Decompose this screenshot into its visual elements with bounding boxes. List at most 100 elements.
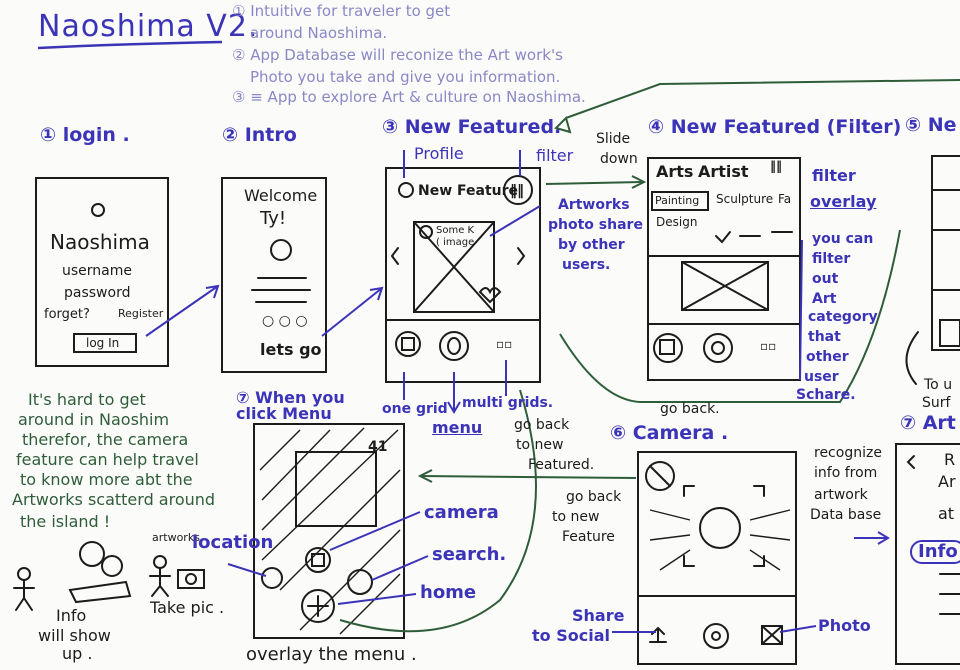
login-phone-frame <box>35 177 169 367</box>
green-note-0: It's hard to get <box>28 390 146 409</box>
forget-link[interactable]: forget? <box>44 307 90 322</box>
card-sub: ( image <box>436 237 475 248</box>
intro-dots: ○ ○ ○ <box>262 313 308 329</box>
art-at: at <box>938 504 955 523</box>
filter-arts[interactable]: Arts <box>656 162 694 181</box>
avatar-icon <box>270 239 292 261</box>
filter-fa[interactable]: Fa <box>778 192 792 206</box>
filter-icon[interactable]: ‖‖ <box>510 183 524 199</box>
goal-2b: Photo you take and give you information. <box>250 68 561 86</box>
card-title: Some K <box>436 225 475 236</box>
filter-ann-7: that <box>808 329 841 345</box>
page-title: Naoshima V2. <box>38 9 259 44</box>
down-note: down <box>600 151 638 167</box>
home-menu-icon <box>301 589 335 623</box>
search-note: search. <box>432 544 507 565</box>
green-note-2: therefor, the camera <box>22 430 189 449</box>
home-note: home <box>420 582 477 603</box>
back-feature-0: go back <box>566 489 622 505</box>
artworks-note-4: users. <box>562 257 611 273</box>
profile-note: Profile <box>414 144 464 163</box>
back-new-0: go back <box>514 417 570 433</box>
filter-circle <box>503 175 533 205</box>
section-intro: ② Intro <box>222 124 297 146</box>
menu-signal: 41 <box>368 439 388 455</box>
camera-note: camera <box>424 502 499 523</box>
story-artworks: artworks <box>152 531 200 544</box>
green-note-6: the island ! <box>20 512 111 531</box>
slide-note: Slide <box>596 131 631 147</box>
section-art: ⑦ Art <box>900 412 956 434</box>
filter-ann-0: filter <box>812 166 856 185</box>
filter-phone-frame <box>647 157 801 381</box>
section-five: ⑤ Ne <box>905 114 957 136</box>
multi-grid-icon[interactable]: ▫▫ <box>496 337 513 351</box>
five-ann-1: Surf <box>922 395 951 411</box>
back-feature-1: to new <box>552 509 600 525</box>
new-feature-title: New Feature <box>418 183 519 199</box>
filter-grid-icon[interactable]: ▫▫ <box>760 339 777 353</box>
recognize-2: artwork <box>814 487 868 503</box>
photo-note: Photo <box>818 616 871 635</box>
goal-1b: around Naoshima. <box>250 24 388 42</box>
camera-menu-icon <box>305 547 331 573</box>
section-new-featured: ③ New Featured. <box>382 116 562 138</box>
green-note-5: Artworks scatterd around <box>12 490 216 509</box>
recognize-3: Data base <box>810 507 882 523</box>
go-back-note: go back. <box>660 401 720 417</box>
filter-ann-6: category <box>808 309 878 325</box>
filter-toggle-icon[interactable]: ‖‖ <box>770 159 782 173</box>
art-ar: Ar <box>938 472 956 491</box>
story-up: up . <box>62 644 93 663</box>
menu-phone-frame <box>253 423 405 639</box>
register-link[interactable]: Register <box>118 307 164 320</box>
logo-icon <box>91 203 105 217</box>
section-login: ① login . <box>40 124 130 146</box>
location-menu-icon <box>261 567 283 589</box>
share-note: Share <box>572 606 625 625</box>
recognize-1: info from <box>814 465 878 481</box>
filter-ann-2: you can <box>812 231 874 247</box>
goal-3: ③ ≡ App to explore Art & culture on Naos… <box>232 88 586 106</box>
filter-painting[interactable]: Painting <box>655 194 700 207</box>
story-will-show: will show <box>38 626 111 645</box>
filter-ann-3: filter <box>812 251 851 267</box>
intro-phone-frame <box>221 177 327 373</box>
section-camera: ⑥ Camera . <box>610 422 729 444</box>
filter-ann-10: Schare. <box>796 387 856 403</box>
artworks-note-1: Artworks <box>558 197 630 213</box>
filter-ann-1: overlay <box>810 192 877 211</box>
five-ann-0: To u <box>924 377 953 393</box>
username-field[interactable]: username <box>62 263 132 279</box>
filter-design[interactable]: Design <box>656 215 698 229</box>
recognize-0: recognize <box>814 445 882 461</box>
story-take-pic: Take pic . <box>150 598 225 617</box>
filter-ann-5: Art <box>812 291 837 307</box>
menu-note: menu <box>432 418 483 437</box>
login-button[interactable]: log In <box>86 336 120 350</box>
story-info: Info <box>56 606 87 625</box>
back-new-2: Featured. <box>528 457 595 473</box>
section-filter: ④ New Featured (Filter) <box>648 116 902 138</box>
filter-ann-4: out <box>812 271 839 287</box>
feature-phone-frame <box>385 167 541 383</box>
lets-go-button[interactable]: lets go <box>260 340 322 359</box>
filter-sculpture[interactable]: Sculpture <box>716 192 774 206</box>
location-note: location <box>192 532 274 553</box>
filter-ann-9: user <box>804 369 839 385</box>
camera-phone-frame <box>637 451 797 665</box>
goal-2: ② App Database will reconize the Art wor… <box>232 46 563 64</box>
artworks-note-2: photo share <box>548 217 643 233</box>
info-button[interactable]: Info <box>910 540 960 564</box>
intro-welcome: Welcome <box>244 186 318 205</box>
to-social-note: to Social <box>532 626 610 645</box>
back-feature-2: Feature <box>562 529 615 545</box>
filter-note: filter <box>536 146 574 165</box>
section-menu: ⑦ When you click Menu <box>236 388 345 423</box>
password-field[interactable]: password <box>64 285 131 301</box>
filter-ann-8: other <box>806 349 849 365</box>
intro-name: Ty! <box>260 208 287 229</box>
filter-artist[interactable]: Artist <box>698 162 749 181</box>
artworks-note-3: by other <box>558 237 625 253</box>
